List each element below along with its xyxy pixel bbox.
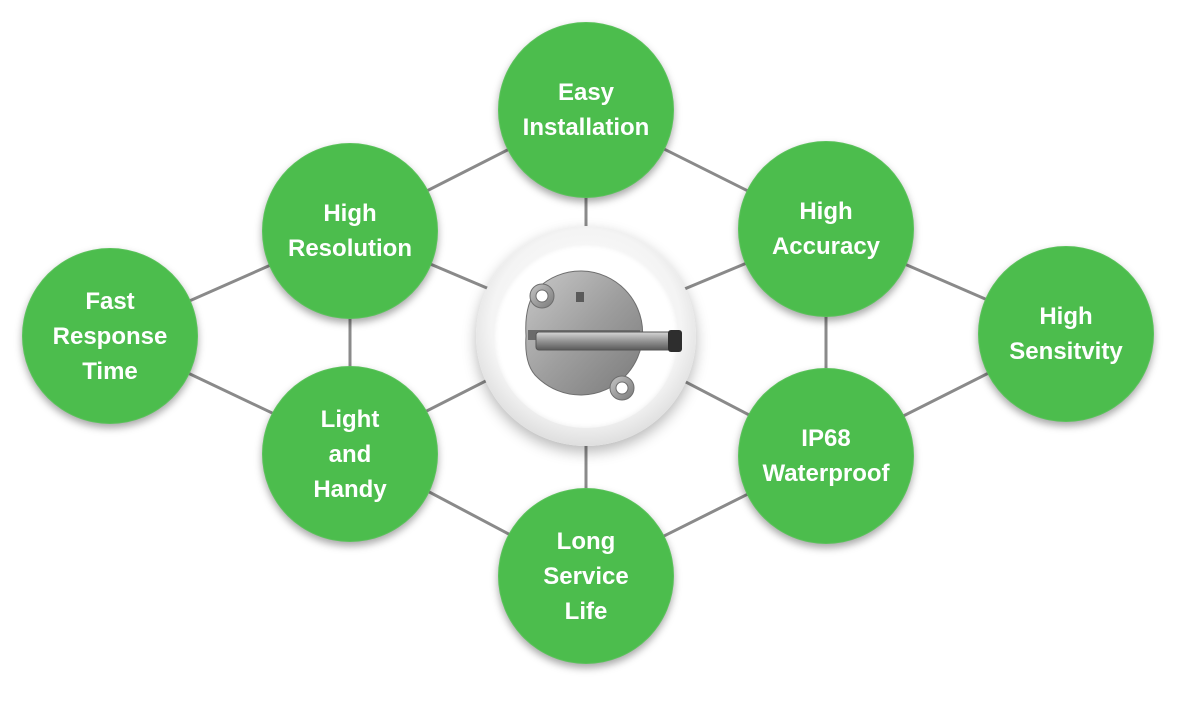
node-label: Easy Installation (522, 79, 650, 141)
node-high-sensitivity: High Sensitvity (978, 246, 1154, 422)
node-easy-installation: Easy Installation (498, 22, 674, 198)
center-hub (476, 226, 696, 446)
node-label: Long Service Life (543, 527, 629, 625)
node-label: High Sensitvity (1009, 303, 1123, 365)
sensor-device-icon (525, 270, 682, 401)
node-long-service-life: Long Service Life (498, 488, 674, 664)
node-label: High Accuracy (771, 198, 881, 260)
node-label: IP68 Waterproof (762, 425, 890, 487)
node-ip68-waterproof: IP68 Waterproof (738, 368, 914, 544)
node-fast-response-time: Fast Response Time (22, 248, 198, 424)
node-high-resolution: High Resolution (262, 143, 438, 319)
node-light-and-handy: Light and Handy (262, 366, 438, 542)
node-label: High Resolution (288, 200, 412, 262)
node-high-accuracy: High Accuracy (738, 141, 914, 317)
node-label: Light and Handy (313, 405, 387, 503)
node-label: Fast Response Time (52, 287, 168, 385)
